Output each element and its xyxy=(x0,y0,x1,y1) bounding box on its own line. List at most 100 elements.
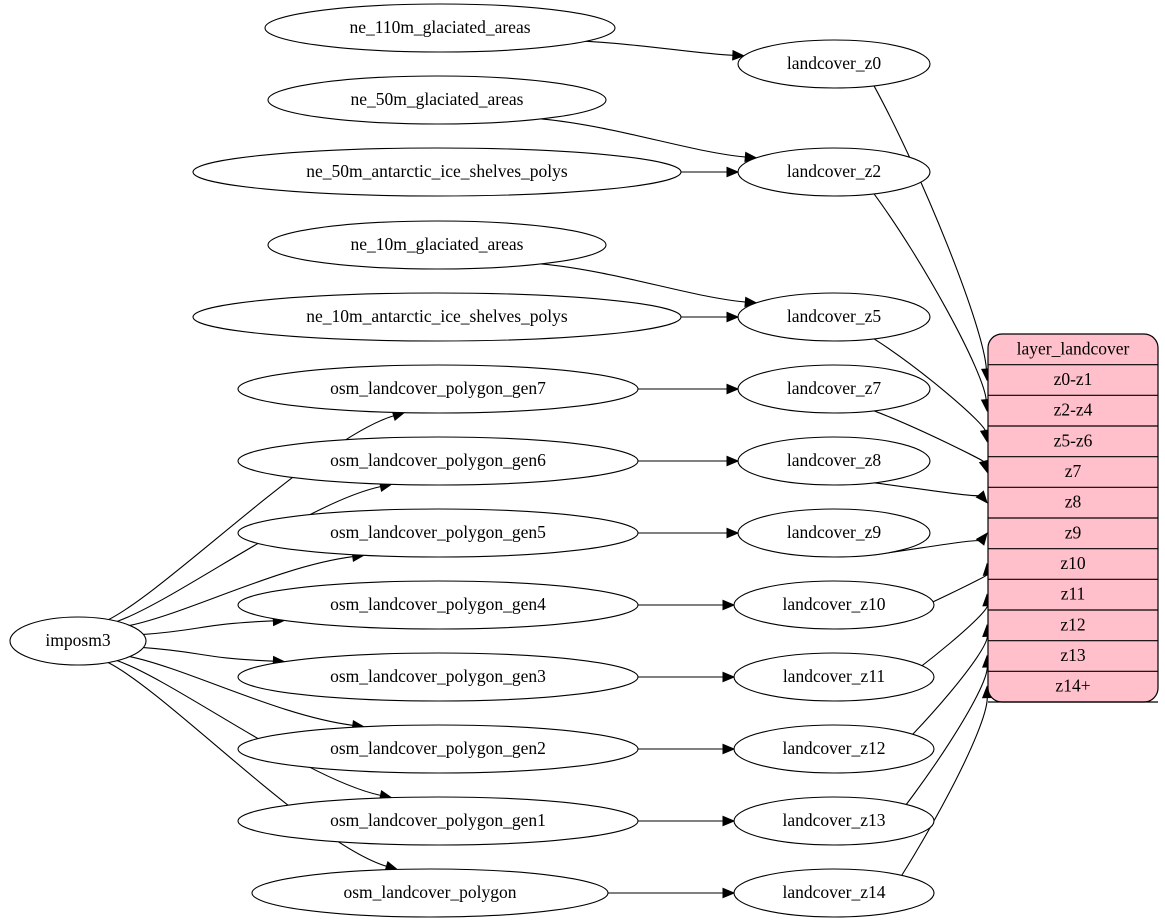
osm_landcover_polygon_gen5-label: osm_landcover_polygon_gen5 xyxy=(330,522,546,542)
landcover_z9-label: landcover_z9 xyxy=(787,522,882,542)
osm_landcover_polygon_gen3-label: osm_landcover_polygon_gen3 xyxy=(330,666,546,686)
edge-osm_landcover_polygon_gen5-to-landcover-z9 xyxy=(638,527,740,539)
table-row-z12[interactable]: z12 xyxy=(1060,614,1085,634)
edge-ne_10m_glaciated_areas-to-landcover-z5-path xyxy=(541,263,746,303)
node-ne_110m_glaciated_areas[interactable]: ne_110m_glaciated_areas xyxy=(264,3,616,53)
landcover_z9-shape xyxy=(737,508,931,558)
node-landcover_z14[interactable]: landcover_z14 xyxy=(733,868,935,918)
node-landcover_z9[interactable]: landcover_z9 xyxy=(737,508,931,558)
edge-osm_landcover_polygon_gen6-to-landcover-z8 xyxy=(638,455,740,467)
edge-landcover_z7-to-layer-landcover-z7-path xyxy=(873,410,985,463)
table-row-z14-[interactable]: z14+ xyxy=(1055,676,1090,696)
edge-landcover_z5-to-layer-landcover-z5-z6-path xyxy=(873,338,986,432)
node-ne_10m_glaciated_areas[interactable]: ne_10m_glaciated_areas xyxy=(267,220,607,270)
landcover_z0-label: landcover_z0 xyxy=(787,53,882,73)
landcover_z8-shape xyxy=(737,436,931,486)
node-osm_landcover_polygon_gen3[interactable]: osm_landcover_polygon_gen3 xyxy=(237,652,639,702)
layer-landcover-table-title: layer_landcover xyxy=(1017,338,1130,358)
table-row-z8[interactable]: z8 xyxy=(1065,492,1082,512)
edge-landcover_z8-to-layer-landcover-z8-path xyxy=(873,482,981,497)
edge-ne_50m_antarctic_ice_shelves_polys-to-landcover-z2 xyxy=(680,166,740,178)
edge-imposm3-to-osm-landcover-polygon-gen2-path xyxy=(129,656,354,726)
node-osm_landcover_polygon_gen7[interactable]: osm_landcover_polygon_gen7 xyxy=(237,364,639,414)
edge-imposm3-to-osm-landcover-polygon-gen4 xyxy=(143,615,286,636)
edge-imposm3-to-osm-landcover-polygon-gen3 xyxy=(143,646,286,667)
osm_landcover_polygon_gen4-shape xyxy=(237,580,639,630)
node-landcover_z8[interactable]: landcover_z8 xyxy=(737,436,931,486)
table-row-z13[interactable]: z13 xyxy=(1060,645,1086,665)
edge-osm_landcover_polygon_gen1-to-landcover-z13-arrowhead xyxy=(722,815,736,827)
edge-osm_landcover_polygon_gen3-to-landcover-z11 xyxy=(638,671,736,683)
table-layer: layer_landcover z0-z1 z2-z4 z5-z6 z7 z8 z9 z10 z… xyxy=(987,333,1159,703)
osm_landcover_polygon_gen1-shape xyxy=(237,796,639,846)
landcover_z8-label: landcover_z8 xyxy=(787,450,882,470)
node-landcover_z11[interactable]: landcover_z11 xyxy=(733,652,935,702)
node-landcover_z5[interactable]: landcover_z5 xyxy=(737,292,931,342)
edge-osm_landcover_polygon_gen5-to-landcover-z9-arrowhead xyxy=(726,527,740,539)
node-osm_landcover_polygon[interactable]: osm_landcover_polygon xyxy=(251,868,609,918)
node-landcover_z2[interactable]: landcover_z2 xyxy=(737,147,931,197)
node-landcover_z10[interactable]: landcover_z10 xyxy=(733,580,935,630)
landcover_z11-label: landcover_z11 xyxy=(783,666,885,686)
edge-osm_landcover_polygon_gen4-to-landcover-z10 xyxy=(638,599,736,611)
node-landcover_z7[interactable]: landcover_z7 xyxy=(737,364,931,414)
osm_landcover_polygon_gen3-shape xyxy=(237,652,639,702)
landcover_z0-shape xyxy=(737,39,931,89)
node-osm_landcover_polygon_gen4[interactable]: osm_landcover_polygon_gen4 xyxy=(237,580,639,630)
node-landcover_z13[interactable]: landcover_z13 xyxy=(733,796,935,846)
node-imposm3[interactable]: imposm3 xyxy=(9,616,147,666)
table-row-z2-z4[interactable]: z2-z4 xyxy=(1054,400,1093,420)
osm_landcover_polygon-shape xyxy=(251,868,609,918)
node-ne_50m_glaciated_areas[interactable]: ne_50m_glaciated_areas xyxy=(267,75,607,125)
node-osm_landcover_polygon_gen6[interactable]: osm_landcover_polygon_gen6 xyxy=(237,436,639,486)
table-row-z10[interactable]: z10 xyxy=(1060,553,1086,573)
node-landcover_z12[interactable]: landcover_z12 xyxy=(733,724,935,774)
edge-ne_110m_glaciated_areas-to-landcover-z0-path xyxy=(585,40,734,56)
imposm3-shape xyxy=(9,616,147,666)
node-osm_landcover_polygon_gen5[interactable]: osm_landcover_polygon_gen5 xyxy=(237,508,639,558)
osm_landcover_polygon_gen1-label: osm_landcover_polygon_gen1 xyxy=(330,810,546,830)
landcover_z5-shape xyxy=(737,292,931,342)
node-osm_landcover_polygon_gen1[interactable]: osm_landcover_polygon_gen1 xyxy=(237,796,639,846)
table-row-z0-z1[interactable]: z0-z1 xyxy=(1054,369,1093,389)
ne_50m_glaciated_areas-shape xyxy=(267,75,607,125)
node-osm_landcover_polygon_gen2[interactable]: osm_landcover_polygon_gen2 xyxy=(237,724,639,774)
node-ne_50m_antarctic_ice_shelves_polys[interactable]: ne_50m_antarctic_ice_shelves_polys xyxy=(192,147,682,197)
landcover_z2-shape xyxy=(737,147,931,197)
landcover_z7-label: landcover_z7 xyxy=(787,378,882,398)
landcover_z11-shape xyxy=(733,652,935,702)
table-row-z9[interactable]: z9 xyxy=(1065,522,1082,542)
edge-ne_50m_antarctic_ice_shelves_polys-to-landcover-z2-arrowhead xyxy=(726,166,740,178)
landcover_z13-label: landcover_z13 xyxy=(782,810,885,830)
edge-imposm3-to-osm-landcover-polygon-gen1-path xyxy=(117,660,382,797)
edge-ne_110m_glaciated_areas-to-landcover-z0 xyxy=(585,40,746,61)
edge-landcover_z2-to-layer-landcover-z2-z4-path xyxy=(873,193,987,401)
table-row-z11[interactable]: z11 xyxy=(1061,584,1086,604)
landcover_z14-label: landcover_z14 xyxy=(782,882,885,902)
edge-ne_110m_glaciated_areas-to-landcover-z0-arrowhead xyxy=(732,49,746,61)
ne_10m_glaciated_areas-label: ne_10m_glaciated_areas xyxy=(351,234,524,254)
osm_landcover_polygon_gen2-label: osm_landcover_polygon_gen2 xyxy=(330,738,546,758)
edge-ne_10m_antarctic_ice_shelves_polys-to-landcover-z5-arrowhead xyxy=(726,311,740,323)
landcover_z7-shape xyxy=(737,364,931,414)
table-row-z5-z6[interactable]: z5-z6 xyxy=(1054,430,1093,450)
node-landcover_z0[interactable]: landcover_z0 xyxy=(737,39,931,89)
edge-imposm3-to-osm-landcover-polygon-gen6-path xyxy=(117,485,382,622)
edge-osm_landcover_polygon_gen6-to-landcover-z8-arrowhead xyxy=(726,455,740,467)
landcover_z10-label: landcover_z10 xyxy=(782,594,885,614)
ne_10m_antarctic_ice_shelves_polys-label: ne_10m_antarctic_ice_shelves_polys xyxy=(306,306,568,326)
landcover_z13-shape xyxy=(733,796,935,846)
ne_10m_antarctic_ice_shelves_polys-shape xyxy=(192,292,682,342)
nodes-layer: imposm3 ne_110m_glaciated_areas ne_50m_gla… xyxy=(9,3,935,918)
node-ne_10m_antarctic_ice_shelves_polys[interactable]: ne_10m_antarctic_ice_shelves_polys xyxy=(192,292,682,342)
landcover_z14-shape xyxy=(733,868,935,918)
ne_50m_glaciated_areas-label: ne_50m_glaciated_areas xyxy=(351,89,524,109)
edge-imposm3-to-osm-landcover-polygon-gen7-path xyxy=(108,415,395,621)
table-row-z7[interactable]: z7 xyxy=(1065,461,1082,481)
edge-imposm3-to-osm-landcover-polygon-gen4-path xyxy=(143,620,274,636)
edge-osm_landcover_polygon_gen3-to-landcover-z11-arrowhead xyxy=(722,671,736,683)
osm_landcover_polygon_gen5-shape xyxy=(237,508,639,558)
ne_50m_antarctic_ice_shelves_polys-shape xyxy=(192,147,682,197)
ne_110m_glaciated_areas-shape xyxy=(264,3,616,53)
